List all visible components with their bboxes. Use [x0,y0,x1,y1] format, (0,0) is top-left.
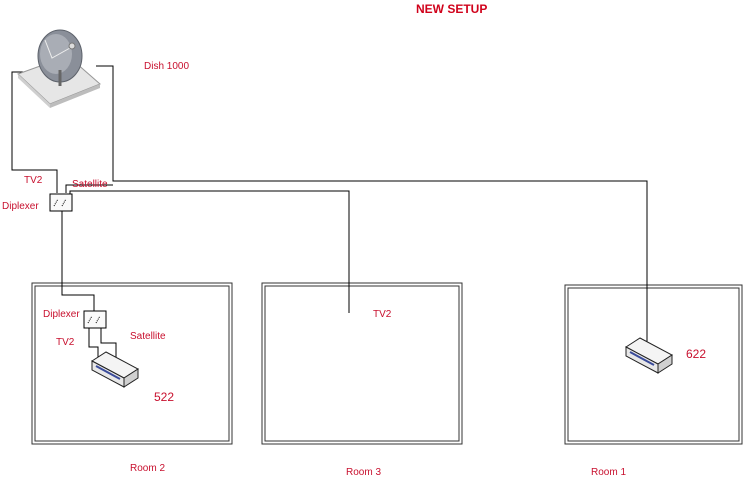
cable-room2-tv2 [88,328,99,360]
room-1-name: Room 1 [591,467,627,478]
receiver-522 [91,351,139,388]
cable-dish-room1 [96,65,648,352]
room2-diplexer-label: Diplexer [43,309,80,320]
room-3-box [261,282,463,445]
cable-room2-sat [100,328,117,358]
receiver-622-label: 622 [686,347,707,361]
main-diplexer-label: Diplexer [2,201,39,212]
cable-diplexer-room3 [69,190,350,313]
cables [11,65,648,360]
room2-tv2-label: TV2 [56,337,75,348]
cable-dish-tv2 [11,71,58,193]
room2-diplexer [83,310,107,329]
main-diplexer-tv2-label: TV2 [24,175,43,186]
room-2-box [31,282,233,445]
room2-satellite-label: Satellite [130,331,166,342]
page-title: NEW SETUP [416,2,488,16]
room-2-name: Room 2 [130,463,166,474]
main-diplexer-satellite-label: Satellite [72,179,108,190]
dish-label: Dish 1000 [144,61,190,72]
room-1-box [564,284,743,445]
receiver-522-label: 522 [154,390,175,404]
cable-diplexer-sat-in [65,184,113,193]
room3-tv2-label: TV2 [373,309,392,320]
room-3-name: Room 3 [346,467,382,478]
receiver-622 [625,337,673,374]
cable-diplexer-room2 [61,211,95,311]
main-diplexer [49,193,73,212]
satellite-dish [17,29,101,108]
